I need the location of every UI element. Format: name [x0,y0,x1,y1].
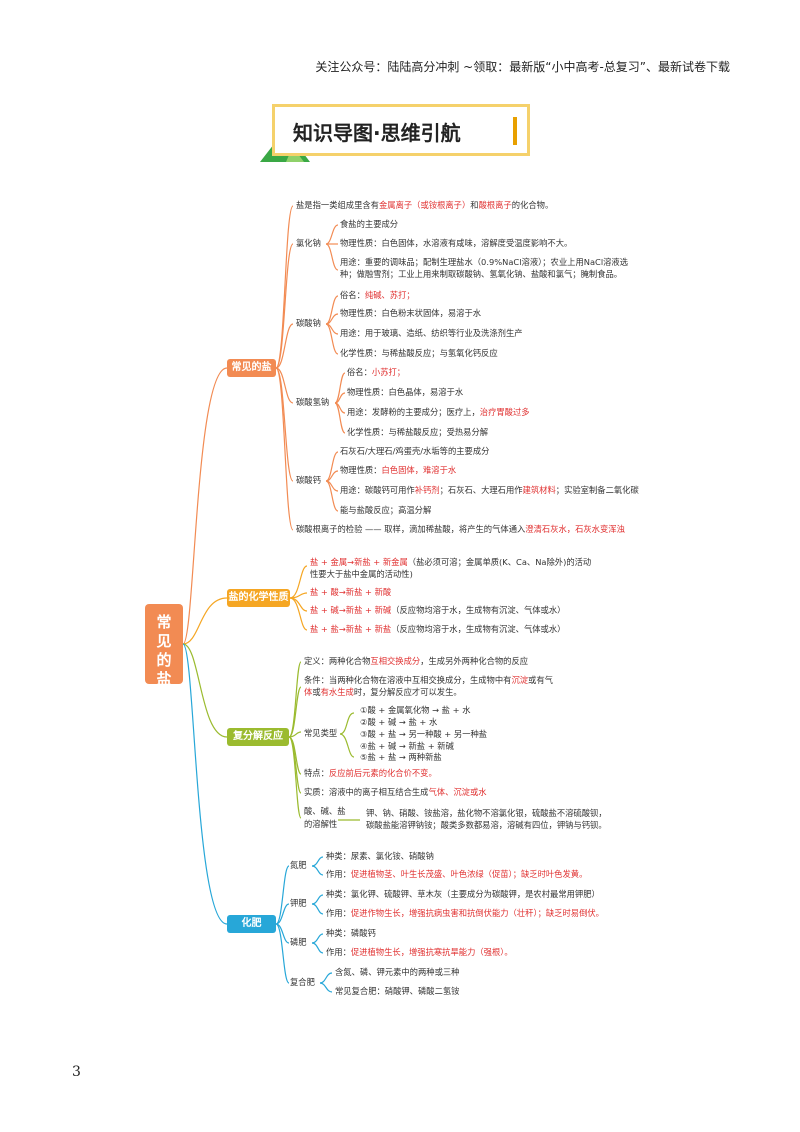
banner-accent [513,117,517,145]
solubility-rule: 碳酸盐能溶钾钠铵；酸类多数都易溶，溶碱有四位，钾钠与钙钡。 [366,820,607,830]
nitrogen-item: 种类：尿素、氯化铵、硝酸钠 [326,851,434,861]
root-text: 常见的盐 [156,613,172,688]
na2co3-item: 俗名：纯碱、苏打； [340,290,415,300]
na2co3-item: 化学性质：与稀盐酸反应；与氢氧化钙反应 [340,348,498,358]
caco3-item: 能与盐酸反应；高温分解 [340,505,432,515]
dd-type-item: ⑤盐 + 盐 → 两种新盐 [360,752,442,762]
caco3-item: 物理性质：白色固体，难溶于水 [340,465,457,475]
caco3-label: 碳酸钙 [296,475,321,485]
dd-type-item: ③酸 + 盐 → 另一种酸 + 另一种盐 [360,729,488,739]
dd-type-item: ②酸 + 碱 → 盐 + 水 [360,717,438,727]
dd-type-item: ①酸 + 金属氧化物 → 盐 + 水 [360,705,471,715]
dd-definition: 定义：两种化合物互相交换成分，生成另外两种化合物的反应 [304,656,529,666]
nitrogen-label: 氮肥 [290,860,307,870]
na2co3-item: 用途：用于玻璃、造纸、纺织等行业及洗涤剂生产 [340,328,523,338]
nahco3-item: 俗名：小苏打； [347,367,406,377]
potassium-label: 钾肥 [290,898,307,908]
potassium-item: 作用：促进作物生长，增强抗病虫害和抗倒伏能力（壮秆）；缺乏时易倒伏。 [326,908,604,918]
compound-item: 常见复合肥：硝酸钾、磷酸二氢铵 [335,986,460,996]
phosphorus-label: 磷肥 [290,937,307,947]
caco3-item: 用途：碳酸钙可用作补钙剂；石灰石、大理石用作建筑材料；实验室制备二氧化碳 [340,485,639,495]
page-number: 3 [72,1064,81,1080]
dd-condition: 体或有水生成时，复分解反应才可以发生。 [304,687,462,697]
nahco3-item: 化学性质：与稀盐酸反应；受热易分解 [347,427,489,437]
salt-reaction-item: 盐 + 金属→新盐 + 新金属（盐必须可溶；金属单质(K、Ca、Na除外)的活动 [310,557,592,567]
salt-reaction-item: 性要大于盐中金属的活动性) [310,569,413,579]
salt-reaction-item: 盐 + 酸→新盐 + 新酸 [310,587,392,597]
dd-condition: 条件：当两种化合物在溶液中互相交换成分，生成物中有沉淀或有气 [304,675,553,685]
na2co3-item: 物理性质：白色粉末状固体，易溶于水 [340,308,482,318]
salt-reaction-item: 盐 + 盐→新盐 + 新盐（反应物均溶于水，生成物有沉淀、气体或水） [310,624,566,634]
page-header: 关注公众号：陆陆高分冲刺 ~领取：最新版“小中高考-总复习”、最新试卷下载 [315,60,730,74]
dd-essence: 实质：溶液中的离子相互结合生成气体、沉淀或水 [304,787,487,797]
nacl-item: 食盐的主要成分 [340,219,399,229]
na2co3-label: 碳酸钠 [296,318,321,328]
carbonate-test: 碳酸根离子的检验 —— 取样，滴加稀盐酸，将产生的气体通入澄清石灰水，石灰水变浑… [296,524,625,534]
section-fertilizers: 化肥 [227,915,276,933]
solubility-label: 的溶解性 [304,819,338,829]
section-common-salts: 常见的盐 [227,359,276,377]
compound-item: 含氮、磷、钾元素中的两种或三种 [335,967,460,977]
nacl-item: 种；做融雪剂；工业上用来制取碳酸钠、氢氧化钠、盐酸和氯气；腌制食品。 [340,269,623,279]
caco3-item: 石灰石/大理石/鸡蛋壳/水垢等的主要成分 [340,446,490,456]
phosphorus-item: 种类：磷酸钙 [326,928,376,938]
phosphorus-item: 作用：促进植物生长，增强抗寒抗旱能力（强根）。 [326,947,513,957]
nahco3-item: 物理性质：白色晶体，易溶于水 [347,387,464,397]
nacl-label: 氯化钠 [296,238,321,248]
section-salt-chemistry: 盐的化学性质 [227,589,290,607]
nahco3-item: 用途：发酵粉的主要成分；医疗上，治疗胃酸过多 [347,407,530,417]
nacl-item: 物理性质：白色固体，水溶液有咸味，溶解度受温度影响不大。 [340,238,573,248]
nahco3-label: 碳酸氢钠 [296,397,330,407]
potassium-item: 种类：氯化钾、硫酸钾、草木灰（主要成分为碳酸钾，是农村最常用钾肥） [326,889,600,899]
root-node: 常见的盐 [145,604,183,688]
salt-definition: 盐是指一类组成里含有金属离子（或铵根离子）和酸根离子的化合物。 [296,200,554,210]
section-double-decomposition: 复分解反应 [227,728,289,746]
nacl-item: 用途：重要的调味品；配制生理盐水（0.9%NaCl溶液）；农业上用NaCl溶液选 [340,257,629,267]
dd-types-label: 常见类型 [304,728,338,738]
banner-title: 知识导图·思维引航 [293,121,461,145]
dd-type-item: ④盐 + 碱 → 新盐 + 新碱 [360,741,454,751]
compound-label: 复合肥 [290,977,315,987]
nitrogen-item: 作用：促进植物茎、叶生长茂盛、叶色浓绿（促苗）；缺乏时叶色发黄。 [326,869,588,879]
title-banner: 知识导图·思维引航 [272,104,530,156]
solubility-label: 酸、碱、盐 [304,806,346,816]
dd-feature: 特点：反应前后元素的化合价不变。 [304,768,437,778]
salt-reaction-item: 盐 + 碱→新盐 + 新碱（反应物均溶于水，生成物有沉淀、气体或水） [310,605,566,615]
solubility-rule: 钾、钠、硝酸、铵盐溶，盐化物不溶氯化银，硫酸盐不溶硫酸钡， [366,808,607,818]
